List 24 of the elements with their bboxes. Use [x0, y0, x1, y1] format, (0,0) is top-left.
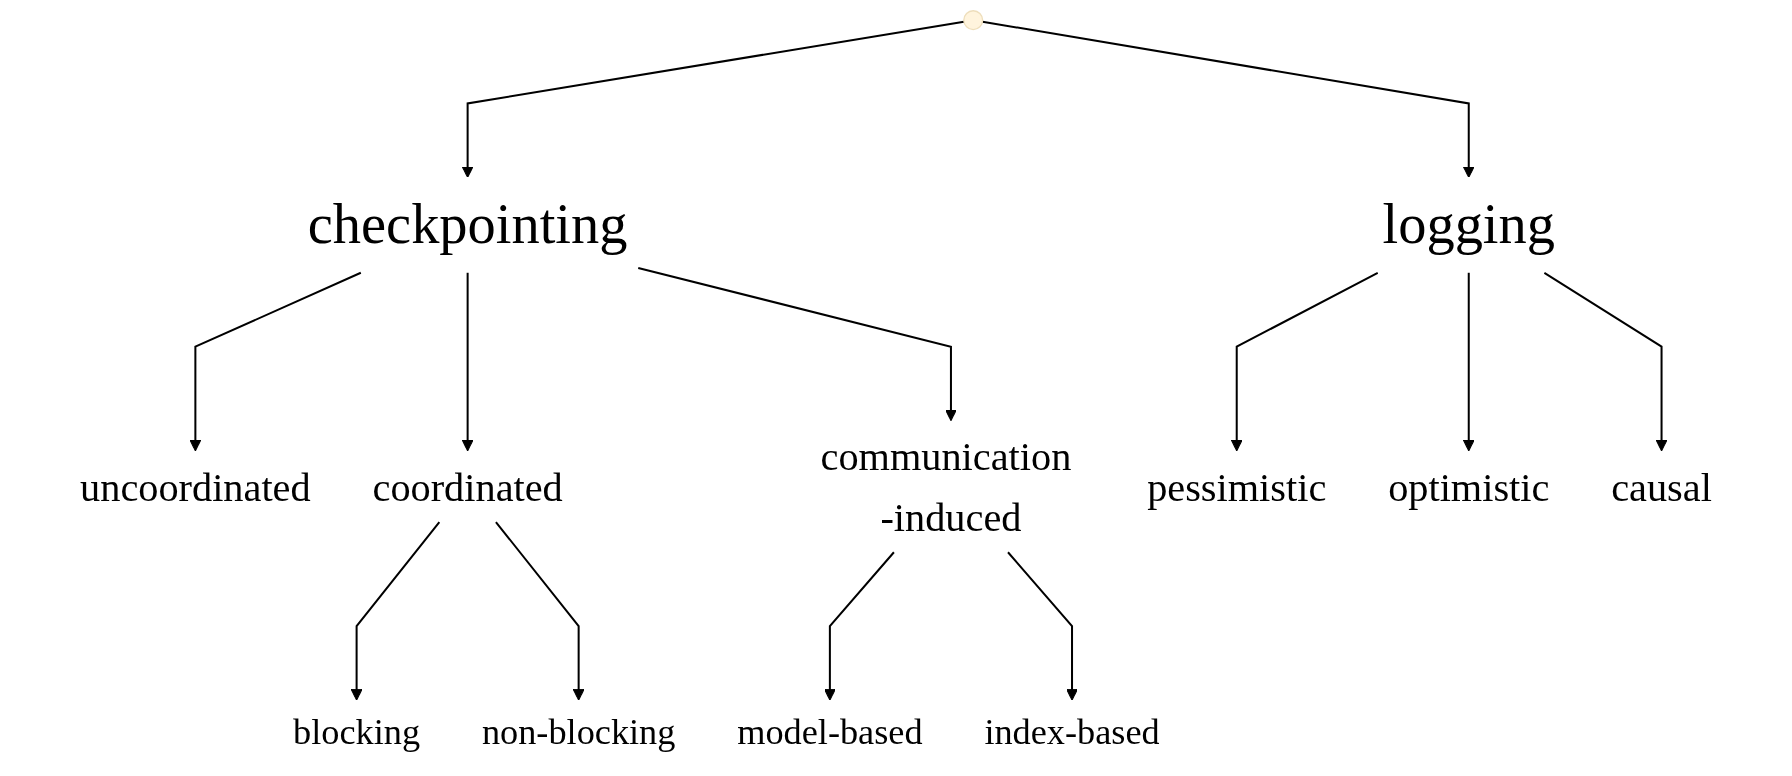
arrow — [461, 272, 474, 452]
arrow — [1230, 271, 1379, 452]
node-text: communication -induced — [820, 434, 1072, 539]
node-text: index-based — [984, 712, 1160, 753]
arrow — [461, 20, 965, 178]
node-text: coordinated — [372, 464, 563, 509]
arrow — [1007, 551, 1078, 701]
node-text: causal — [1611, 464, 1712, 509]
node-text: uncoordinated — [80, 464, 311, 509]
arrow — [189, 271, 362, 452]
arrow — [982, 20, 1475, 178]
node-text: pessimistic — [1147, 464, 1327, 509]
node-text: checkpointing — [307, 193, 628, 256]
arrow — [350, 521, 441, 701]
node-text: logging — [1382, 193, 1555, 256]
arrow — [1462, 272, 1475, 452]
arrow — [638, 267, 957, 422]
arrow — [823, 551, 895, 701]
node-text: optimistic — [1388, 464, 1550, 509]
node-text: blocking — [293, 712, 421, 753]
node-text: model-based — [737, 712, 923, 753]
arrow — [1543, 271, 1668, 452]
arrow — [495, 521, 585, 701]
node-text: non-blocking — [481, 712, 676, 753]
